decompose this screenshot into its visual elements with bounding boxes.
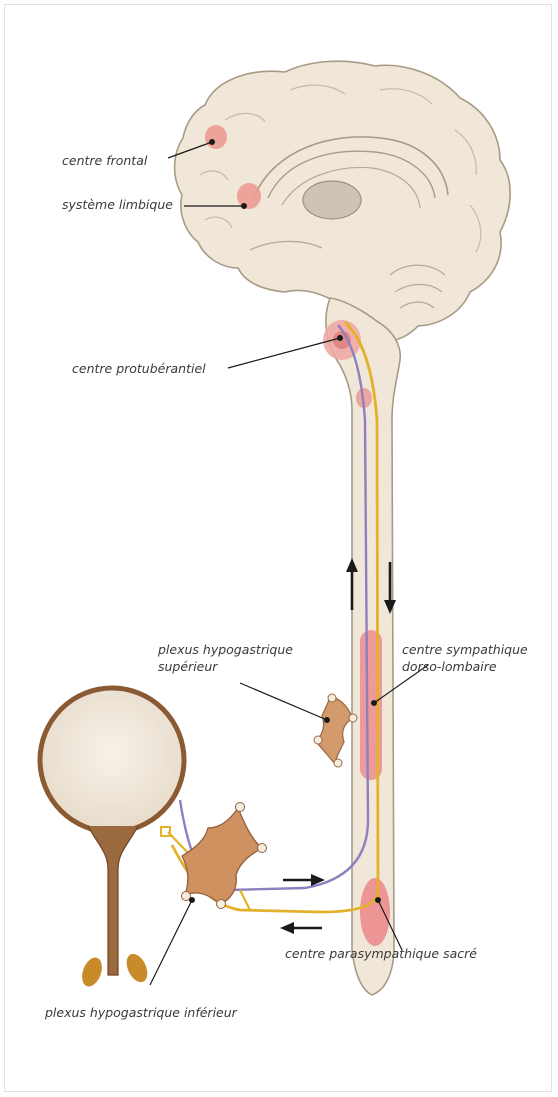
label-systeme-limbique: système limbique xyxy=(62,196,173,213)
spinal-cord xyxy=(323,298,400,995)
plexus-superieur-ganglion xyxy=(314,694,357,767)
bladder-neck xyxy=(88,826,138,975)
kidney-left xyxy=(78,955,105,989)
thalamus xyxy=(303,181,361,219)
sympathetic-pathway xyxy=(172,322,378,912)
parasympathetic-pathway xyxy=(180,325,368,890)
label-centre-sympathique: centre sympathique dorso-lombaire xyxy=(402,641,528,675)
centre-frontal-spot xyxy=(205,125,227,149)
kidney-right xyxy=(123,951,152,986)
parasympathetic-centre-spot xyxy=(360,878,390,946)
leftward-arrow xyxy=(280,922,322,934)
label-plexus-superieur-line1: plexus hypogastrique xyxy=(158,641,293,658)
label-plexus-hypogastrique-inferieur: plexus hypogastrique inférieur xyxy=(45,1004,237,1021)
label-centre-frontal: centre frontal xyxy=(62,152,147,169)
label-centre-protuberantiel: centre protubérantiel xyxy=(72,360,206,377)
label-plexus-superieur-line2: supérieur xyxy=(158,658,293,675)
systeme-limbique-spot xyxy=(237,183,261,209)
plexus-inferieur-ganglion xyxy=(182,803,267,909)
bladder-body xyxy=(40,688,184,832)
bladder xyxy=(40,688,184,989)
label-plexus-hypogastrique-superieur: plexus hypogastrique supérieur xyxy=(158,641,293,675)
label-centre-sympathique-line2: dorso-lombaire xyxy=(402,658,528,675)
label-centre-sympathique-line1: centre sympathique xyxy=(402,641,528,658)
nerve-pathways xyxy=(161,322,378,912)
label-centre-parasympathique: centre parasympathique sacré xyxy=(285,945,477,962)
